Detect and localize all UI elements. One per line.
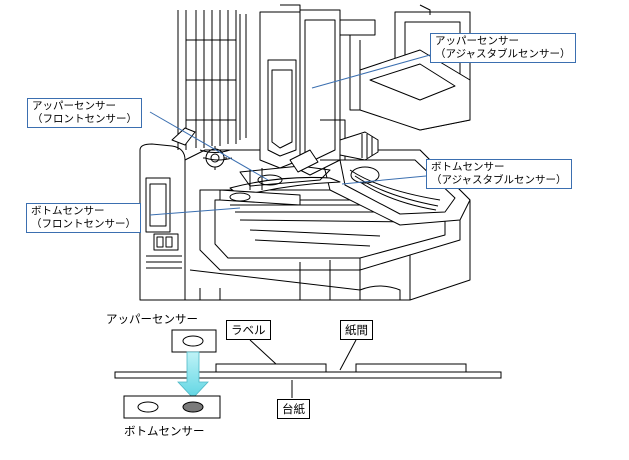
label-caption: ラベル [226, 320, 271, 340]
leader-gap [339, 339, 357, 371]
callout-bottom-front-line2: （フロントセンサー） [31, 218, 136, 230]
bottom-sensor-receiver-left [137, 401, 159, 413]
leader-upper-adjustable [311, 54, 431, 89]
bottom-sensor-receiver-active [182, 401, 204, 413]
callout-bottom-adjustable-sensor: ボトムセンサー （アジャスタブルセンサー） [426, 159, 572, 189]
bottom-sensor-label: ボトムセンサー [124, 424, 205, 438]
callout-upper-adjustable-line1: アッパーセンサー [435, 35, 519, 47]
printer-illustration [139, 4, 471, 301]
leader-bottom-adjustable [341, 175, 427, 185]
sensor-schematic [114, 329, 502, 419]
callout-upper-adjustable-line2: （アジャスタブルセンサー） [435, 48, 571, 60]
callout-upper-adjustable-sensor: アッパーセンサー （アジャスタブルセンサー） [430, 33, 576, 63]
callout-bottom-adjustable-line2: （アジャスタブルセンサー） [431, 174, 567, 186]
label-piece-1 [215, 363, 327, 373]
callout-bottom-adjustable-line1: ボトムセンサー [431, 161, 505, 173]
liner-strip [114, 371, 502, 379]
callout-bottom-front-sensor: ボトムセンサー （フロントセンサー） [26, 203, 141, 233]
callout-leaders [149, 54, 431, 216]
gap-caption: 紙間 [340, 320, 373, 340]
label-piece-2 [355, 363, 467, 373]
leader-label [249, 339, 277, 365]
callout-upper-front-line1: アッパーセンサー [32, 100, 116, 112]
liner-caption: 台紙 [277, 399, 310, 419]
upper-sensor-label: アッパーセンサー [106, 312, 198, 326]
callout-upper-front-sensor: アッパーセンサー （フロントセンサー） [27, 98, 142, 128]
leader-bottom-front [149, 207, 241, 216]
callout-bottom-front-line1: ボトムセンサー [31, 205, 105, 217]
upper-sensor-emitter [182, 335, 204, 347]
callout-upper-front-line2: （フロントセンサー） [32, 113, 137, 125]
sensor-beam-arrow [177, 351, 209, 399]
leader-upper-front [149, 111, 269, 181]
